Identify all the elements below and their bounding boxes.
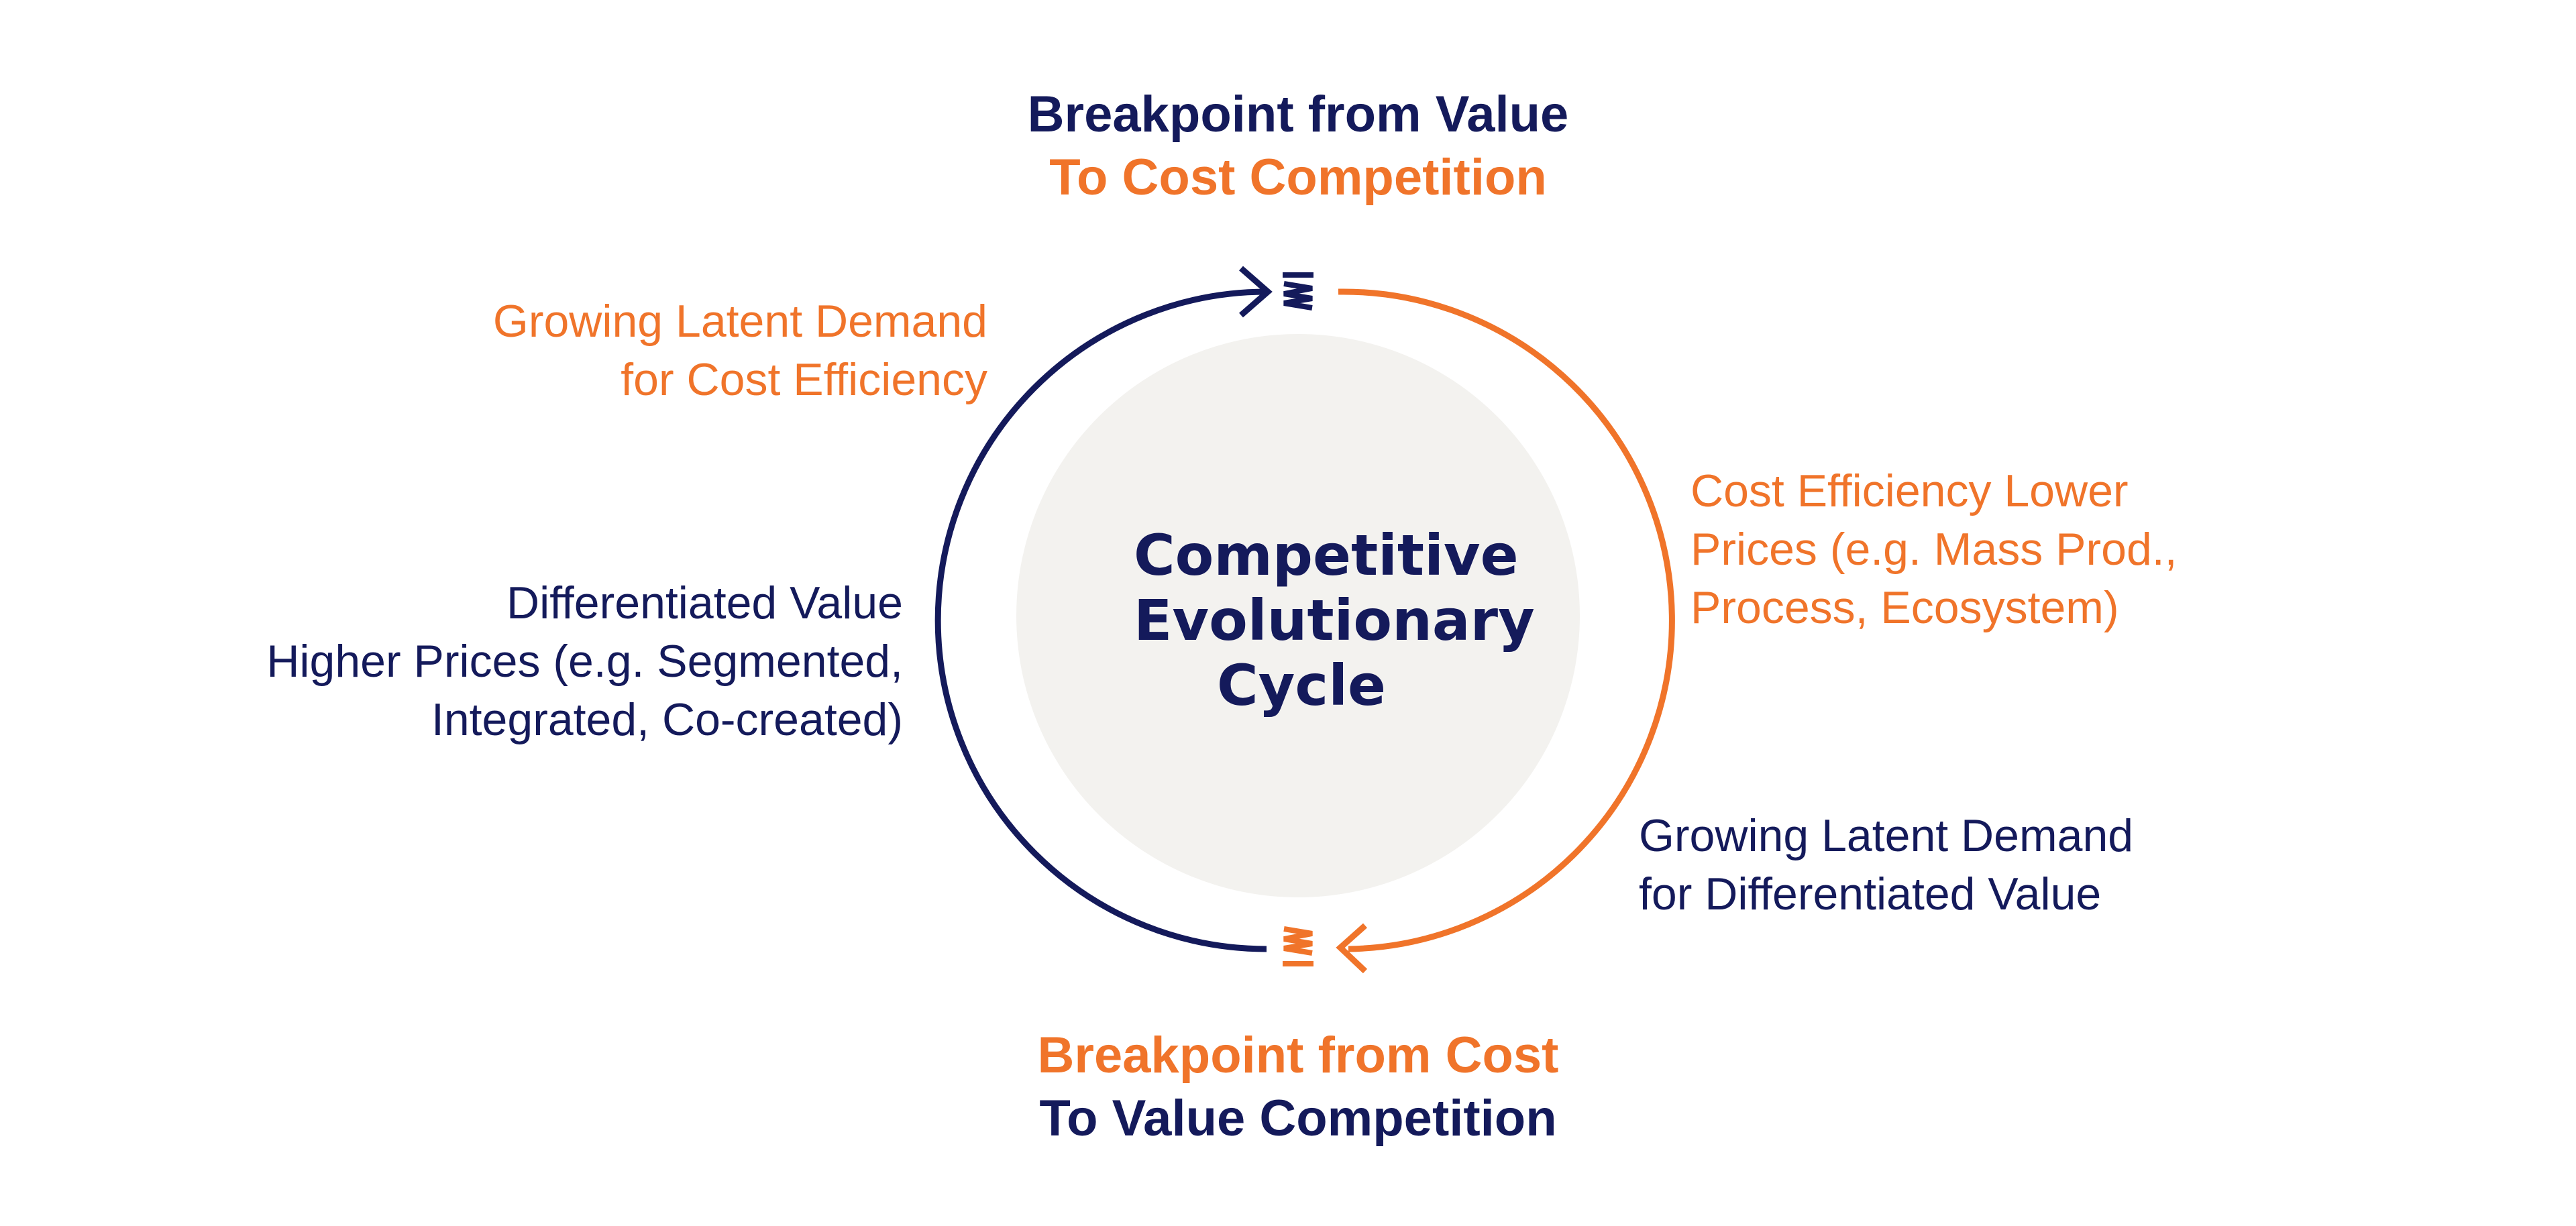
lower-right-line1: Growing Latent Demand: [1639, 810, 2134, 861]
top-breakpoint-line2: To Cost Competition: [1049, 149, 1547, 206]
top-spring-zigzag-icon: [1283, 272, 1313, 311]
center-disc: [1016, 334, 1580, 897]
upper-right-line1: Cost Efficiency Lower: [1690, 465, 2129, 516]
center-title-line3: Cycle: [1217, 653, 1386, 718]
top-breakpoint-line1: Breakpoint from Value: [1027, 86, 1569, 143]
right-arc-orange: [1338, 288, 1675, 952]
center-title: Competitive Evolutionary Cycle: [1134, 522, 1535, 718]
left-arc-navy: [934, 288, 1267, 952]
upper-right-line3: Process, Ecosystem): [1690, 582, 2119, 633]
top-breakpoint-title: Breakpoint from Value To Cost Competitio…: [828, 83, 1768, 209]
lower-right-line2: for Differentiated Value: [1639, 869, 2102, 920]
upper-right-label: Cost Efficiency Lower Prices (e.g. Mass …: [1690, 462, 2361, 637]
upper-left-line1: Growing Latent Demand: [492, 296, 987, 347]
center-title-line1: Competitive: [1134, 522, 1519, 588]
middle-left-label: Differentiated Value Higher Prices (e.g.…: [134, 574, 903, 749]
upper-left-label: Growing Latent Demand for Cost Efficienc…: [335, 292, 987, 409]
middle-left-line2: Higher Prices (e.g. Segmented,: [266, 636, 903, 687]
bottom-breakpoint-title: Breakpoint from Cost To Value Competitio…: [828, 1024, 1768, 1150]
bottom-breakpoint-line1: Breakpoint from Cost: [1037, 1027, 1559, 1084]
bottom-breakpoint-line2: To Value Competition: [1039, 1090, 1557, 1147]
arrow-head-right-icon: [1239, 266, 1273, 318]
lower-right-label: Growing Latent Demand for Differentiated…: [1639, 807, 2310, 924]
upper-left-line2: for Cost Efficiency: [621, 354, 987, 405]
bottom-spring-zigzag-icon: [1283, 926, 1313, 966]
middle-left-line1: Differentiated Value: [506, 577, 903, 628]
center-title-line2: Evolutionary: [1134, 588, 1535, 653]
upper-right-line2: Prices (e.g. Mass Prod.,: [1690, 524, 2178, 575]
arrow-head-left-icon: [1336, 923, 1368, 974]
middle-left-line3: Integrated, Co-created): [431, 694, 903, 745]
